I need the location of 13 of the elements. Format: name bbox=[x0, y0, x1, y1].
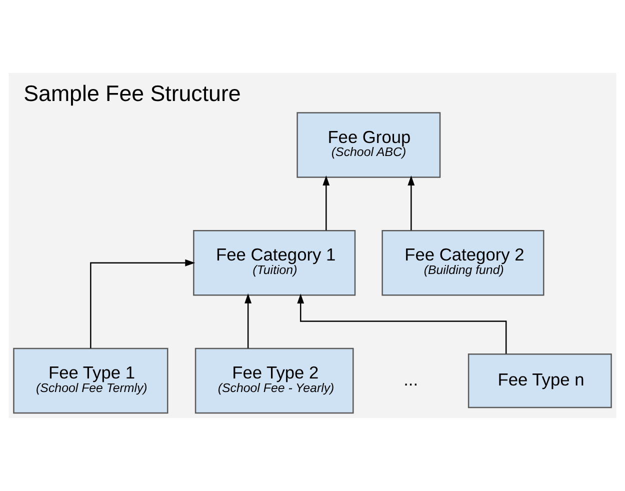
arrow bbox=[408, 176, 415, 230]
node-box: Fee Type 1 (School Fee Termly) bbox=[13, 348, 168, 414]
arrow bbox=[244, 293, 252, 348]
node-box: Fee Group (School ABC) bbox=[296, 112, 441, 178]
arrow bbox=[90, 259, 196, 348]
node-box: Fee Category 1 (Tuition) bbox=[193, 230, 356, 296]
label: ... bbox=[404, 369, 418, 390]
node-box: Fee Category 2 (Building fund) bbox=[382, 230, 544, 296]
node-box: Fee Type n bbox=[468, 353, 612, 408]
node-box: Fee Type 2 (School Fee - Yearly) bbox=[194, 348, 354, 414]
diagram-title: Sample Fee Structure bbox=[24, 80, 241, 106]
arrow bbox=[297, 294, 507, 354]
arrow bbox=[322, 176, 330, 230]
